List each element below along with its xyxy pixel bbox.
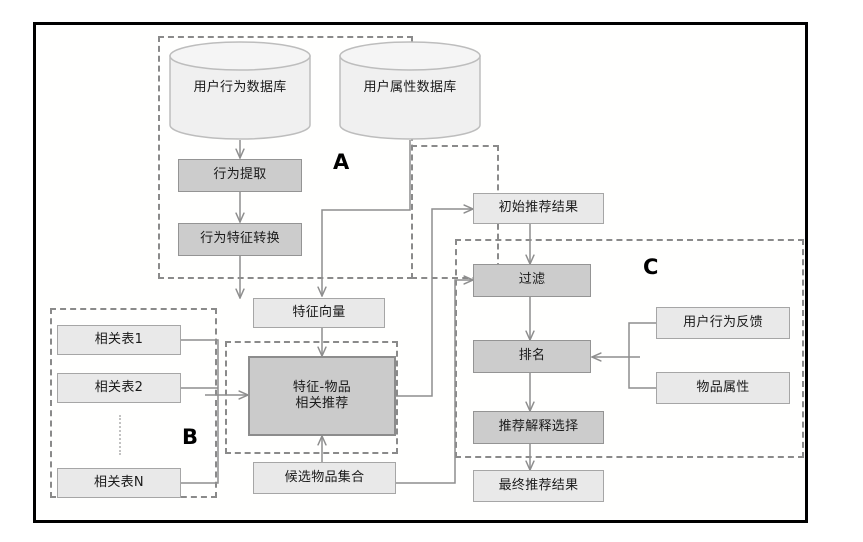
node-ranking[interactable]: 排名: [473, 340, 591, 373]
user-behavior-db-label: 用户行为数据库: [193, 79, 287, 95]
related-tables-ellipsis: [119, 415, 121, 455]
group-label-b: B: [182, 425, 199, 449]
node-user-behavior-feedback[interactable]: 用户行为反馈: [656, 307, 790, 339]
node-initial-recommend-result[interactable]: 初始推荐结果: [473, 193, 604, 224]
node-related-table-n[interactable]: 相关表N: [57, 468, 181, 498]
node-final-recommend-result[interactable]: 最终推荐结果: [473, 470, 604, 502]
node-feature-item-recommend[interactable]: 特征-物品 相关推荐: [248, 356, 396, 436]
node-feature-item-recommend-line1: 特征-物品: [292, 379, 352, 395]
node-filter[interactable]: 过滤: [473, 264, 591, 297]
group-label-c: C: [643, 255, 659, 279]
group-a-dashed-box: [158, 36, 413, 279]
node-feature-vector[interactable]: 特征向量: [253, 298, 385, 328]
node-related-table-1[interactable]: 相关表1: [57, 325, 181, 355]
node-behavior-feature-transform[interactable]: 行为特征转换: [178, 223, 302, 256]
user-attribute-db-label: 用户属性数据库: [363, 79, 457, 95]
node-recommend-explanation-select[interactable]: 推荐解释选择: [473, 411, 604, 444]
group-label-a: A: [333, 150, 350, 174]
node-behavior-extraction[interactable]: 行为提取: [178, 159, 302, 192]
node-feature-item-recommend-line2: 相关推荐: [295, 396, 349, 411]
node-item-attribute[interactable]: 物品属性: [656, 372, 790, 404]
node-candidate-item-set[interactable]: 候选物品集合: [253, 462, 396, 494]
node-related-table-2[interactable]: 相关表2: [57, 373, 181, 403]
